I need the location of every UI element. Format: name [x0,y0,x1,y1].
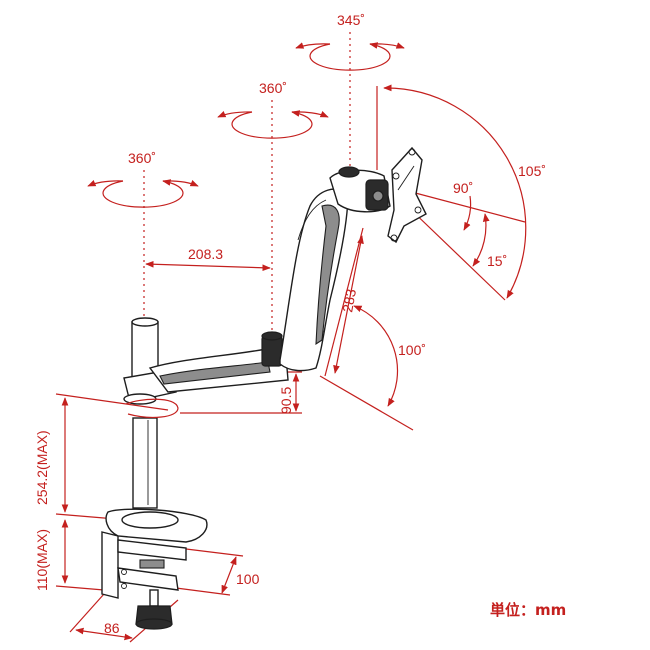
unit-label: 単位：mm [490,601,566,619]
dimension-clamp-height: 110(MAX) [34,519,105,591]
dimension-pole-label: 254.2(MAX) [34,430,50,505]
dimension-clamp-depth-label: 100 [236,571,260,587]
monitor-arm-illustration [101,146,427,630]
dimension-arm-reach: 208.3 [145,246,271,272]
angle-forearm-tilt: 100˚ [319,305,426,431]
dimension-clamp-width: 86 [69,593,179,643]
dimension-pole-height: 254.2(MAX) [34,393,169,520]
rotation-indicator-base: 360˚ [87,150,199,320]
rotation-label-base: 360˚ [128,150,156,166]
angle-head-up-label: 90˚ [453,180,473,196]
angle-head-total-label: 105˚ [518,163,546,179]
rotation-label-head: 345˚ [337,12,365,28]
dimension-elbow-drop-label: 90.5 [278,387,294,414]
vesa-plate [387,146,427,244]
angle-head-tilt: 105˚ 90˚ 15˚ [376,84,546,301]
dimension-clamp-width-label: 86 [104,620,120,636]
pole-lower [132,417,158,509]
angle-forearm-label: 100˚ [398,342,426,358]
dimension-arm-reach-label: 208.3 [188,246,223,262]
dimension-clamp-depth: 100 [175,547,260,596]
dimension-forearm-label: 283 [339,288,359,314]
rotation-indicator-elbow: 360˚ [217,80,329,332]
clamp-body [101,531,119,599]
rotation-indicator-head: 345˚ [295,12,405,166]
angle-head-down-label: 15˚ [487,253,507,269]
rotation-label-elbow: 360˚ [259,80,287,96]
dimension-clamp-height-label: 110(MAX) [34,529,50,591]
